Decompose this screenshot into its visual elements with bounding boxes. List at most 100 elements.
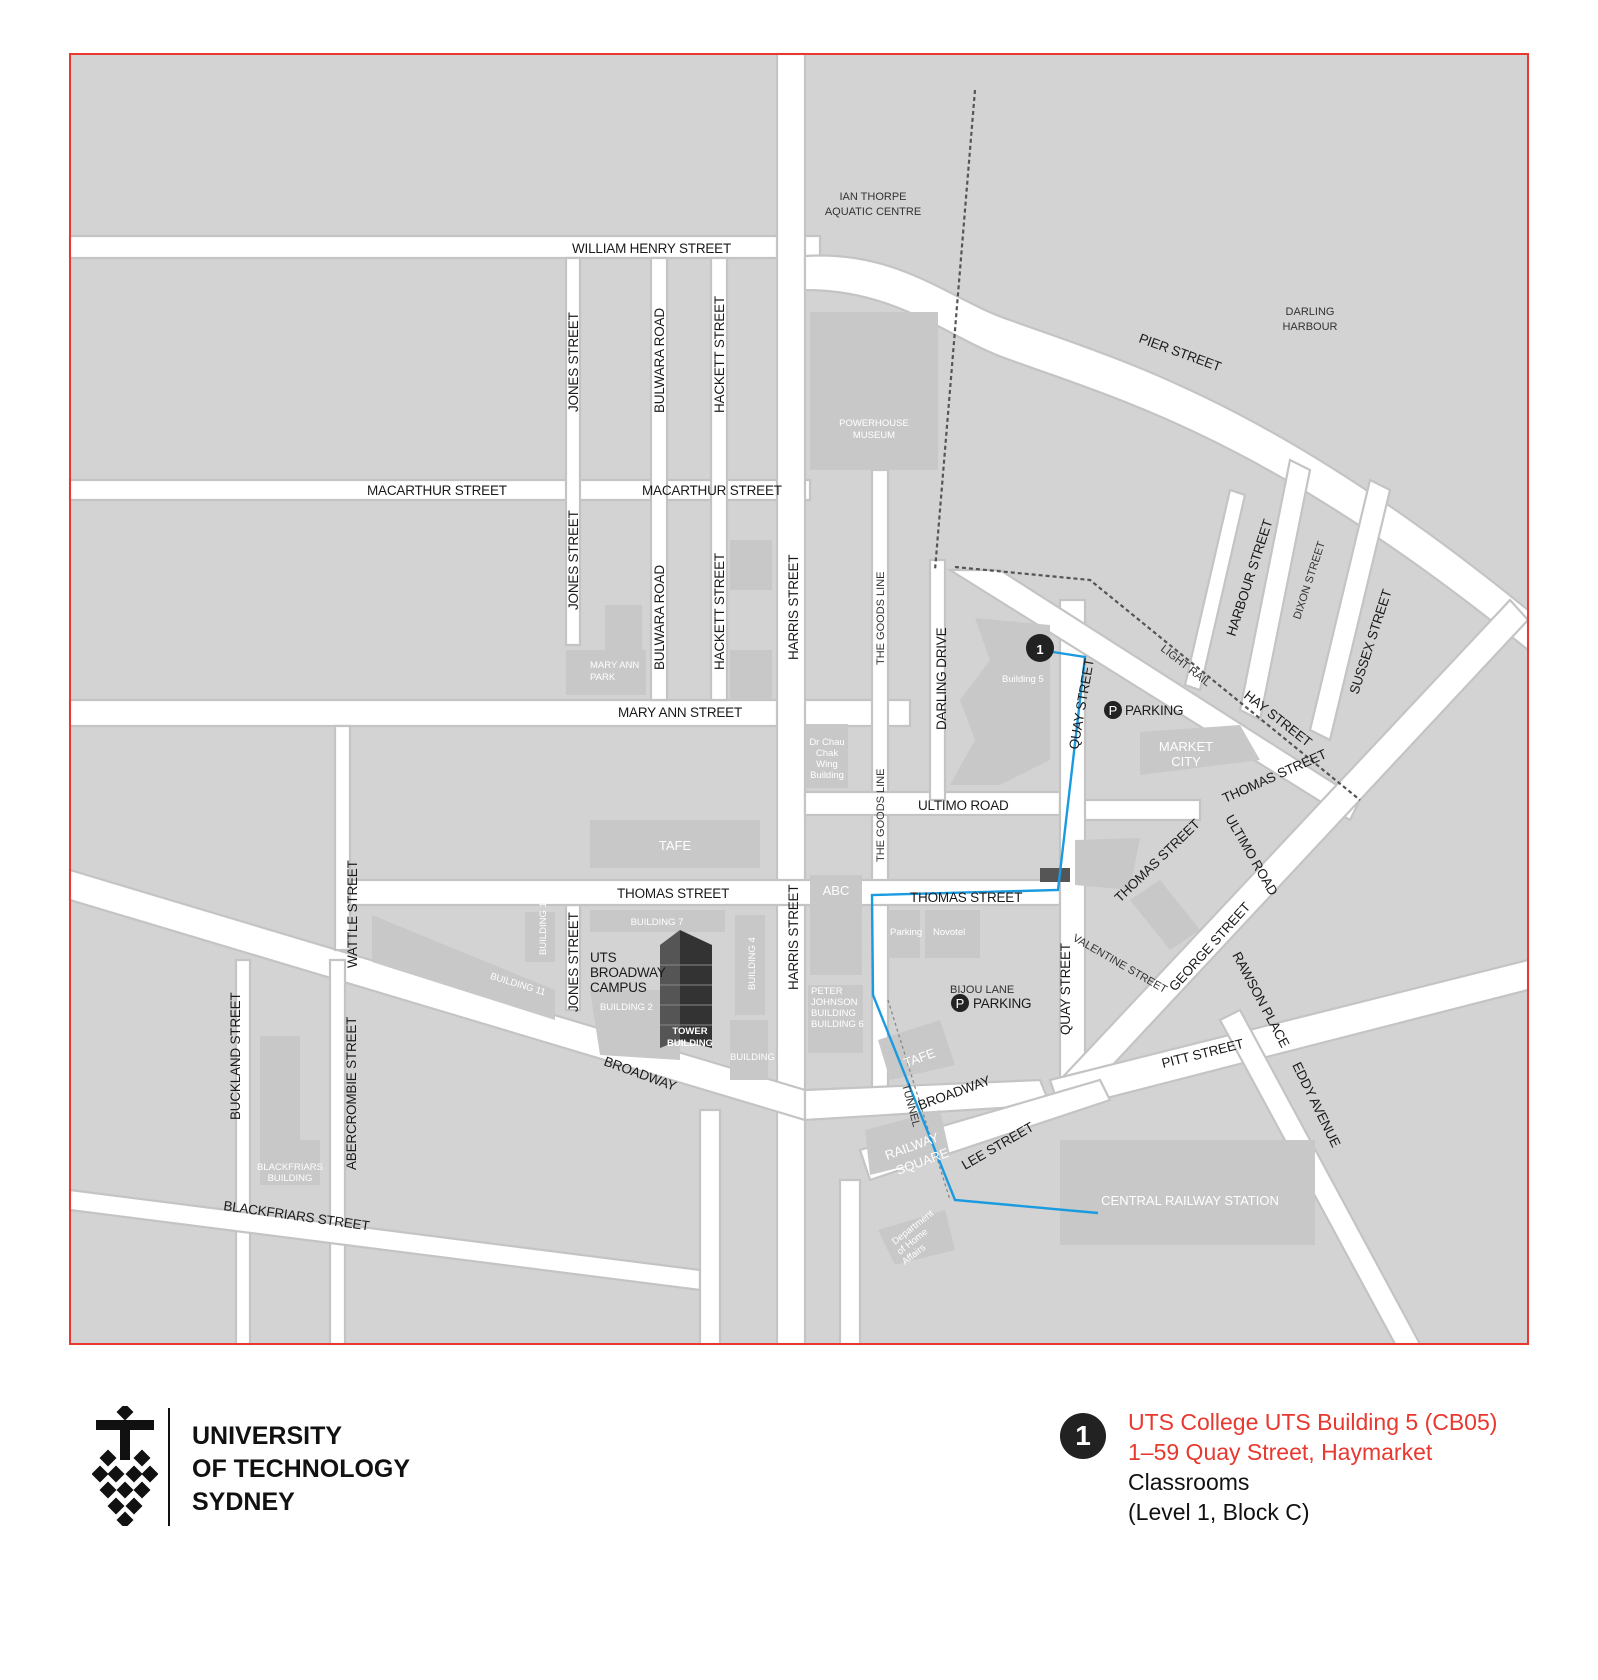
university-name: UNIVERSITY OF TECHNOLOGY SYDNEY <box>192 1420 410 1519</box>
label-abercrombie-street: ABERCROMBIE STREET <box>344 1017 359 1170</box>
label-buckland-street: BUCKLAND STREET <box>228 992 243 1120</box>
label-ultimo-road: ULTIMO ROAD <box>918 798 1009 813</box>
label-building-7: BUILDING 7 <box>631 917 684 928</box>
label-powerhouse-2: MUSEUM <box>853 430 895 441</box>
hackett-building-a <box>730 540 772 590</box>
railway-square <box>865 1110 950 1175</box>
label-market-city-2: CITY <box>1171 754 1201 769</box>
label-mary-ann-park-1: MARY ANN <box>590 660 639 671</box>
label-powerhouse-1: POWERHOUSE <box>839 418 909 429</box>
map-border <box>69 53 1529 1345</box>
uts-logo-icon <box>92 1406 158 1526</box>
building-11 <box>372 915 555 1020</box>
label-dr-chau-1: Dr Chau <box>809 737 844 748</box>
label-darling-drive: DARLING DRIVE <box>934 627 949 730</box>
university-name-line2: OF TECHNOLOGY <box>192 1455 411 1483</box>
tafe-north-building <box>590 820 760 868</box>
label-mary-ann-park-2: PARK <box>590 672 616 683</box>
label-jones-street-s: JONES STREET <box>566 912 581 1012</box>
legend: UTS College UTS Building 5 (CB05) 1–59 Q… <box>1128 1407 1497 1527</box>
building-2 <box>590 990 680 1060</box>
legend-level: (Level 1, Block C) <box>1128 1499 1310 1525</box>
label-darling-harbour-2: HARBOUR <box>1282 321 1337 333</box>
label-thomas-street-w: THOMAS STREET <box>617 886 729 901</box>
building-5-marker[interactable] <box>1026 634 1054 662</box>
label-blackfriars-bld-2: BUILDING <box>268 1173 313 1184</box>
powerhouse-museum <box>810 312 938 470</box>
light-rail-line <box>954 565 1361 801</box>
label-central-station: CENTRAL RAILWAY STATION <box>1101 1193 1279 1208</box>
mary-ann-park <box>566 650 646 695</box>
rail-crossing <box>1040 868 1070 882</box>
building-10 <box>525 912 555 962</box>
label-building-10: BUILDING 10 <box>538 897 549 955</box>
label-bulwara-road-s: BULWARA ROAD <box>652 565 667 670</box>
label-novotel: Novotel <box>933 927 965 938</box>
label-mary-ann-street: MARY ANN STREET <box>618 705 742 720</box>
tafe-south-building <box>878 1020 955 1080</box>
label-bulwara-road-n: BULWARA ROAD <box>652 308 667 413</box>
label-dr-chau-3: Wing <box>816 759 838 770</box>
label-dr-chau-4: Building <box>810 770 844 781</box>
building-5 <box>950 618 1050 785</box>
hackett-building-b <box>730 650 772 700</box>
label-dr-chau-2: Chak <box>816 748 838 759</box>
svg-text:P: P <box>1109 703 1118 718</box>
blackfriars-building <box>260 1036 320 1185</box>
label-goods-line-n: THE GOODS LINE <box>875 571 887 665</box>
label-market-city-1: MARKET <box>1159 739 1213 754</box>
label-uts-campus-3: CAMPUS <box>590 980 647 995</box>
label-building-2: BUILDING 2 <box>600 1002 653 1013</box>
label-parking-building: Parking <box>890 927 922 938</box>
label-harris-street-n: HARRIS STREET <box>786 555 801 660</box>
label-ian-thorpe-2: AQUATIC CENTRE <box>825 206 921 218</box>
svg-text:P: P <box>956 996 965 1011</box>
label-tafe-north: TAFE <box>659 838 692 853</box>
label-parking-2: PARKING <box>973 996 1031 1011</box>
label-quay-street-s: QUAY STREET <box>1058 943 1073 1035</box>
marker-number: 1 <box>1036 642 1043 657</box>
label-hackett-street-n: HACKETT STREET <box>712 296 727 413</box>
parking-icon <box>1104 701 1122 719</box>
label-hackett-street-s: HACKETT STREET <box>712 553 727 670</box>
thomas-street-building <box>1075 838 1140 890</box>
university-name-line1: UNIVERSITY <box>192 1422 343 1450</box>
label-macarthur-street-e: MACARTHUR STREET <box>642 483 782 498</box>
label-jones-street-n: JONES STREET <box>566 312 581 412</box>
label-harris-street-s: HARRIS STREET <box>786 885 801 990</box>
abc-building <box>810 875 862 975</box>
label-uts-campus-2: BROADWAY <box>590 965 666 980</box>
label-william-henry-street: WILLIAM HENRY STREET <box>572 241 731 256</box>
george-street-building <box>1130 880 1200 950</box>
legend-building-name: UTS College UTS Building 5 (CB05) <box>1128 1409 1498 1435</box>
label-darling-harbour-1: DARLING <box>1286 306 1335 318</box>
label-abc: ABC <box>823 883 850 898</box>
mary-ann-park-building <box>605 605 642 650</box>
walking-route <box>870 648 1099 1215</box>
label-building-3: BUILDING 3 <box>730 1052 783 1063</box>
rail-line-north <box>933 89 977 571</box>
legend-classrooms: Classrooms <box>1128 1469 1250 1495</box>
label-tower-2: BUILDING <box>667 1038 713 1049</box>
tunnel-path <box>887 999 951 1201</box>
central-railway-station <box>1060 1140 1315 1245</box>
building-7 <box>590 910 725 932</box>
label-bijou-lane: BIJOU LANE <box>950 984 1014 996</box>
peter-johnson-building <box>808 985 863 1053</box>
label-building-5: Building 5 <box>1002 674 1044 685</box>
buildings <box>260 312 1315 1265</box>
legend-address: 1–59 Quay Street, Haymarket <box>1128 1439 1433 1465</box>
market-city <box>1140 725 1260 775</box>
label-peter-johnson-2: JOHNSON <box>811 997 858 1008</box>
label-ian-thorpe-1: IAN THORPE <box>839 191 906 203</box>
label-wattle-street: WATTLE STREET <box>345 860 360 968</box>
label-peter-johnson-1: PETER <box>811 986 843 997</box>
legend-marker: 1 <box>1060 1413 1106 1459</box>
label-peter-johnson-3: BUILDING <box>811 1008 856 1019</box>
tower-building-graphic <box>660 930 712 1048</box>
label-blackfriars-bld-1: BLACKFRIARS <box>257 1162 323 1173</box>
label-parking-1: PARKING <box>1125 703 1183 718</box>
parking-icon <box>951 994 969 1012</box>
logo-divider <box>168 1408 170 1526</box>
